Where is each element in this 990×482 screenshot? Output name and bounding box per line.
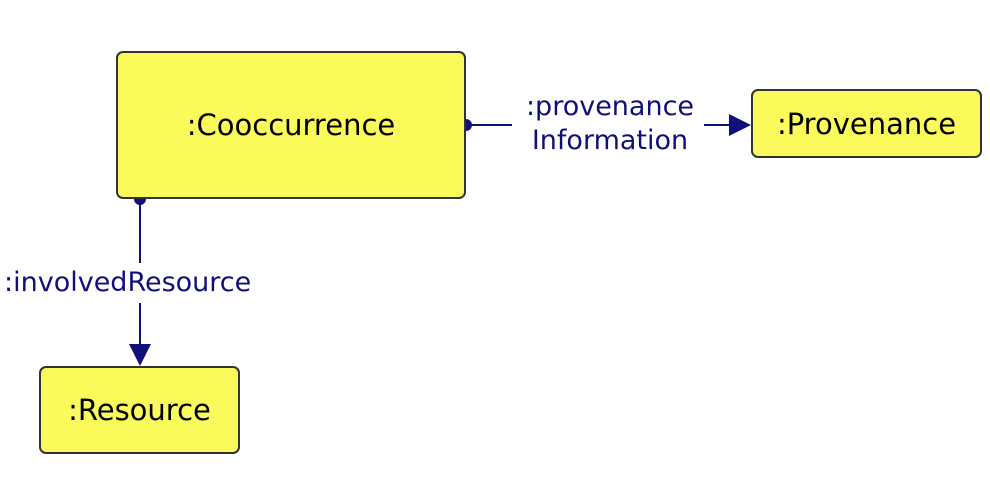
node-provenance[interactable]: :Provenance — [751, 89, 982, 158]
edge-label-provenance-information-line-1: :provenance — [525, 91, 695, 122]
node-cooccurrence[interactable]: :Cooccurrence — [116, 51, 466, 199]
edge-label-provenance-information-line-2: Information — [531, 125, 689, 156]
edge-involved-resource-arrowhead — [129, 344, 151, 366]
node-resource-label: :Resource — [68, 393, 211, 427]
edge-involved-resource — [129, 193, 151, 366]
node-resource[interactable]: :Resource — [39, 366, 240, 454]
node-cooccurrence-label: :Cooccurrence — [186, 108, 396, 142]
edge-label-involved-resource: :involvedResource — [4, 267, 252, 298]
node-provenance-label: :Provenance — [776, 106, 957, 141]
edge-label-provenance-information: :provenance Information — [520, 90, 700, 158]
edge-provenance-information-arrowhead — [729, 114, 751, 136]
